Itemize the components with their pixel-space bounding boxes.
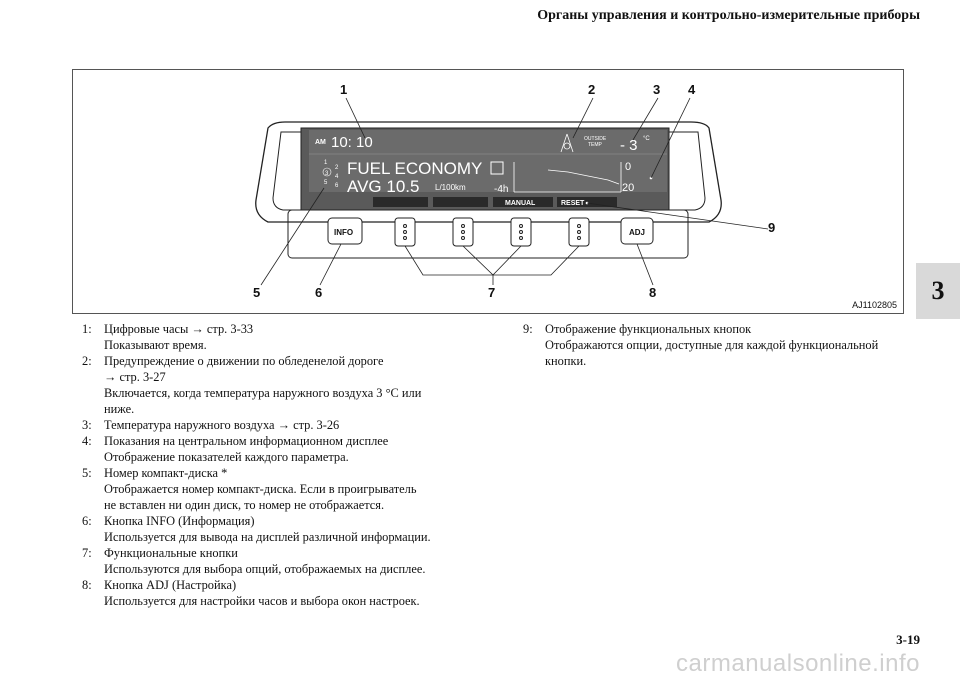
temperature-unit: °C bbox=[643, 136, 650, 142]
disc-number-5: 5 bbox=[324, 180, 328, 186]
clock-readout: 10: 10 bbox=[331, 134, 373, 151]
hours-label: -4h bbox=[494, 184, 508, 195]
desc-item-8: 8: Кнопка ADJ (Настройка) Используется для… bbox=[82, 577, 502, 609]
graph-scale-bottom: 20 bbox=[622, 182, 634, 194]
desc-line: Номер компакт-диска * bbox=[104, 466, 228, 480]
desc-num: 7: bbox=[82, 546, 92, 560]
desc-line: не вставлен ни один диск, то номер не от… bbox=[104, 498, 385, 512]
am-indicator: AM bbox=[315, 139, 326, 146]
chapter-tab: 3 bbox=[916, 263, 960, 319]
desc-line: Отображение показателей каждого параметр… bbox=[104, 450, 349, 464]
graph-scale-top: 0 bbox=[625, 161, 631, 173]
page-header: Органы управления и контрольно-измерител… bbox=[537, 8, 920, 23]
desc-line: → стр. 3-27 bbox=[104, 370, 166, 384]
display-illustration: AM 10: 10 OUTSIDE TEMP - 3 °C 1 2 3 4 5 … bbox=[255, 97, 769, 286]
desc-line: Показания на центральном информационном … bbox=[104, 434, 389, 448]
callout-2: 2 bbox=[588, 82, 596, 97]
function-button-2[interactable] bbox=[452, 217, 474, 247]
fuel-economy-graph bbox=[513, 162, 622, 193]
function-button-3[interactable] bbox=[510, 217, 532, 247]
desc-num: 8: bbox=[82, 578, 92, 592]
desc-num: 2: bbox=[82, 354, 92, 368]
outside-label-1: OUTSIDE bbox=[584, 136, 607, 142]
callout-8: 8 bbox=[649, 285, 657, 300]
callout-5: 5 bbox=[253, 285, 261, 300]
desc-line: Используется для вывода на дисплей разли… bbox=[104, 530, 431, 544]
desc-item-2: 2: Предупреждение о движении по обледенел… bbox=[82, 353, 502, 417]
desc-line: Отображение функциональных кнопок bbox=[545, 322, 752, 336]
callout-9: 9 bbox=[768, 220, 776, 235]
display-line-2-unit: L/100km bbox=[435, 183, 466, 192]
desc-num: 9: bbox=[523, 322, 533, 336]
outside-label-2: TEMP bbox=[588, 142, 603, 148]
disc-number-2: 2 bbox=[335, 165, 339, 171]
callout-7: 7 bbox=[488, 285, 496, 300]
function-button-1[interactable] bbox=[394, 217, 416, 247]
figure-id: AJ1102805 bbox=[852, 300, 897, 310]
callout-3: 3 bbox=[653, 82, 661, 97]
callout-4: 4 bbox=[688, 82, 696, 97]
desc-num: 6: bbox=[82, 514, 92, 528]
desc-num: 1: bbox=[82, 322, 92, 336]
function-button-4[interactable] bbox=[568, 217, 590, 247]
desc-num: 5: bbox=[82, 466, 92, 480]
desc-line: Кнопка ADJ (Настройка) bbox=[104, 578, 237, 592]
desc-line: Используются для выбора опций, отображае… bbox=[104, 562, 426, 576]
desc-line: Температура наружного воздуха → стр. 3-2… bbox=[104, 418, 340, 432]
desc-line: Предупреждение о движении по обледенелой… bbox=[104, 354, 384, 368]
desc-item-5: 5: Номер компакт-диска * Отображается номе… bbox=[82, 465, 502, 513]
desc-line: Включается, когда температура наружного … bbox=[104, 386, 422, 400]
desc-item-3: 3: Температура наружного воздуха → стр. 3… bbox=[82, 417, 502, 433]
desc-line: кнопки. bbox=[545, 354, 587, 368]
info-button-label: INFO bbox=[334, 228, 353, 237]
disc-number-4: 4 bbox=[335, 174, 339, 180]
desc-line: Используется для настройки часов и выбор… bbox=[104, 594, 420, 608]
desc-item-6: 6: Кнопка INFO (Информация) Используется д… bbox=[82, 513, 502, 545]
display-line-2: AVG 10.5 bbox=[347, 177, 419, 196]
adj-button-label: ADJ bbox=[629, 228, 645, 237]
desc-line: Показывают время. bbox=[104, 338, 207, 352]
display-line-1: FUEL ECONOMY bbox=[347, 159, 482, 178]
desc-line: Отображается номер компакт-диска. Если в… bbox=[104, 482, 417, 496]
desc-line: Функциональные кнопки bbox=[104, 546, 238, 560]
manual-label: MANUAL bbox=[505, 200, 536, 207]
icy-road-warning-icon bbox=[560, 133, 574, 153]
page-number: 3-19 bbox=[896, 632, 920, 647]
reset-label: RESET bbox=[561, 200, 585, 207]
disc-number-1: 1 bbox=[324, 160, 328, 166]
info-button[interactable] bbox=[327, 217, 363, 245]
display-figure: AM 10: 10 OUTSIDE TEMP - 3 °C 1 2 3 4 5 … bbox=[72, 69, 904, 314]
desc-num: 4: bbox=[82, 434, 92, 448]
callout-6: 6 bbox=[315, 285, 323, 300]
disc-number-6: 6 bbox=[335, 183, 339, 189]
desc-line: Отображаются опции, доступные для каждой… bbox=[545, 338, 879, 352]
disc-number-3: 3 bbox=[325, 171, 329, 177]
temperature-readout: - 3 bbox=[620, 137, 638, 154]
desc-line: Кнопка INFO (Информация) bbox=[104, 514, 255, 528]
desc-num: 3: bbox=[82, 418, 92, 432]
desc-item-4: 4: Показания на центральном информационно… bbox=[82, 433, 502, 465]
callout-1: 1 bbox=[340, 82, 348, 97]
desc-line: ниже. bbox=[104, 402, 135, 416]
watermark: carmanualsonline.info bbox=[676, 650, 920, 677]
desc-line: Цифровые часы → стр. 3-33 bbox=[104, 322, 254, 336]
